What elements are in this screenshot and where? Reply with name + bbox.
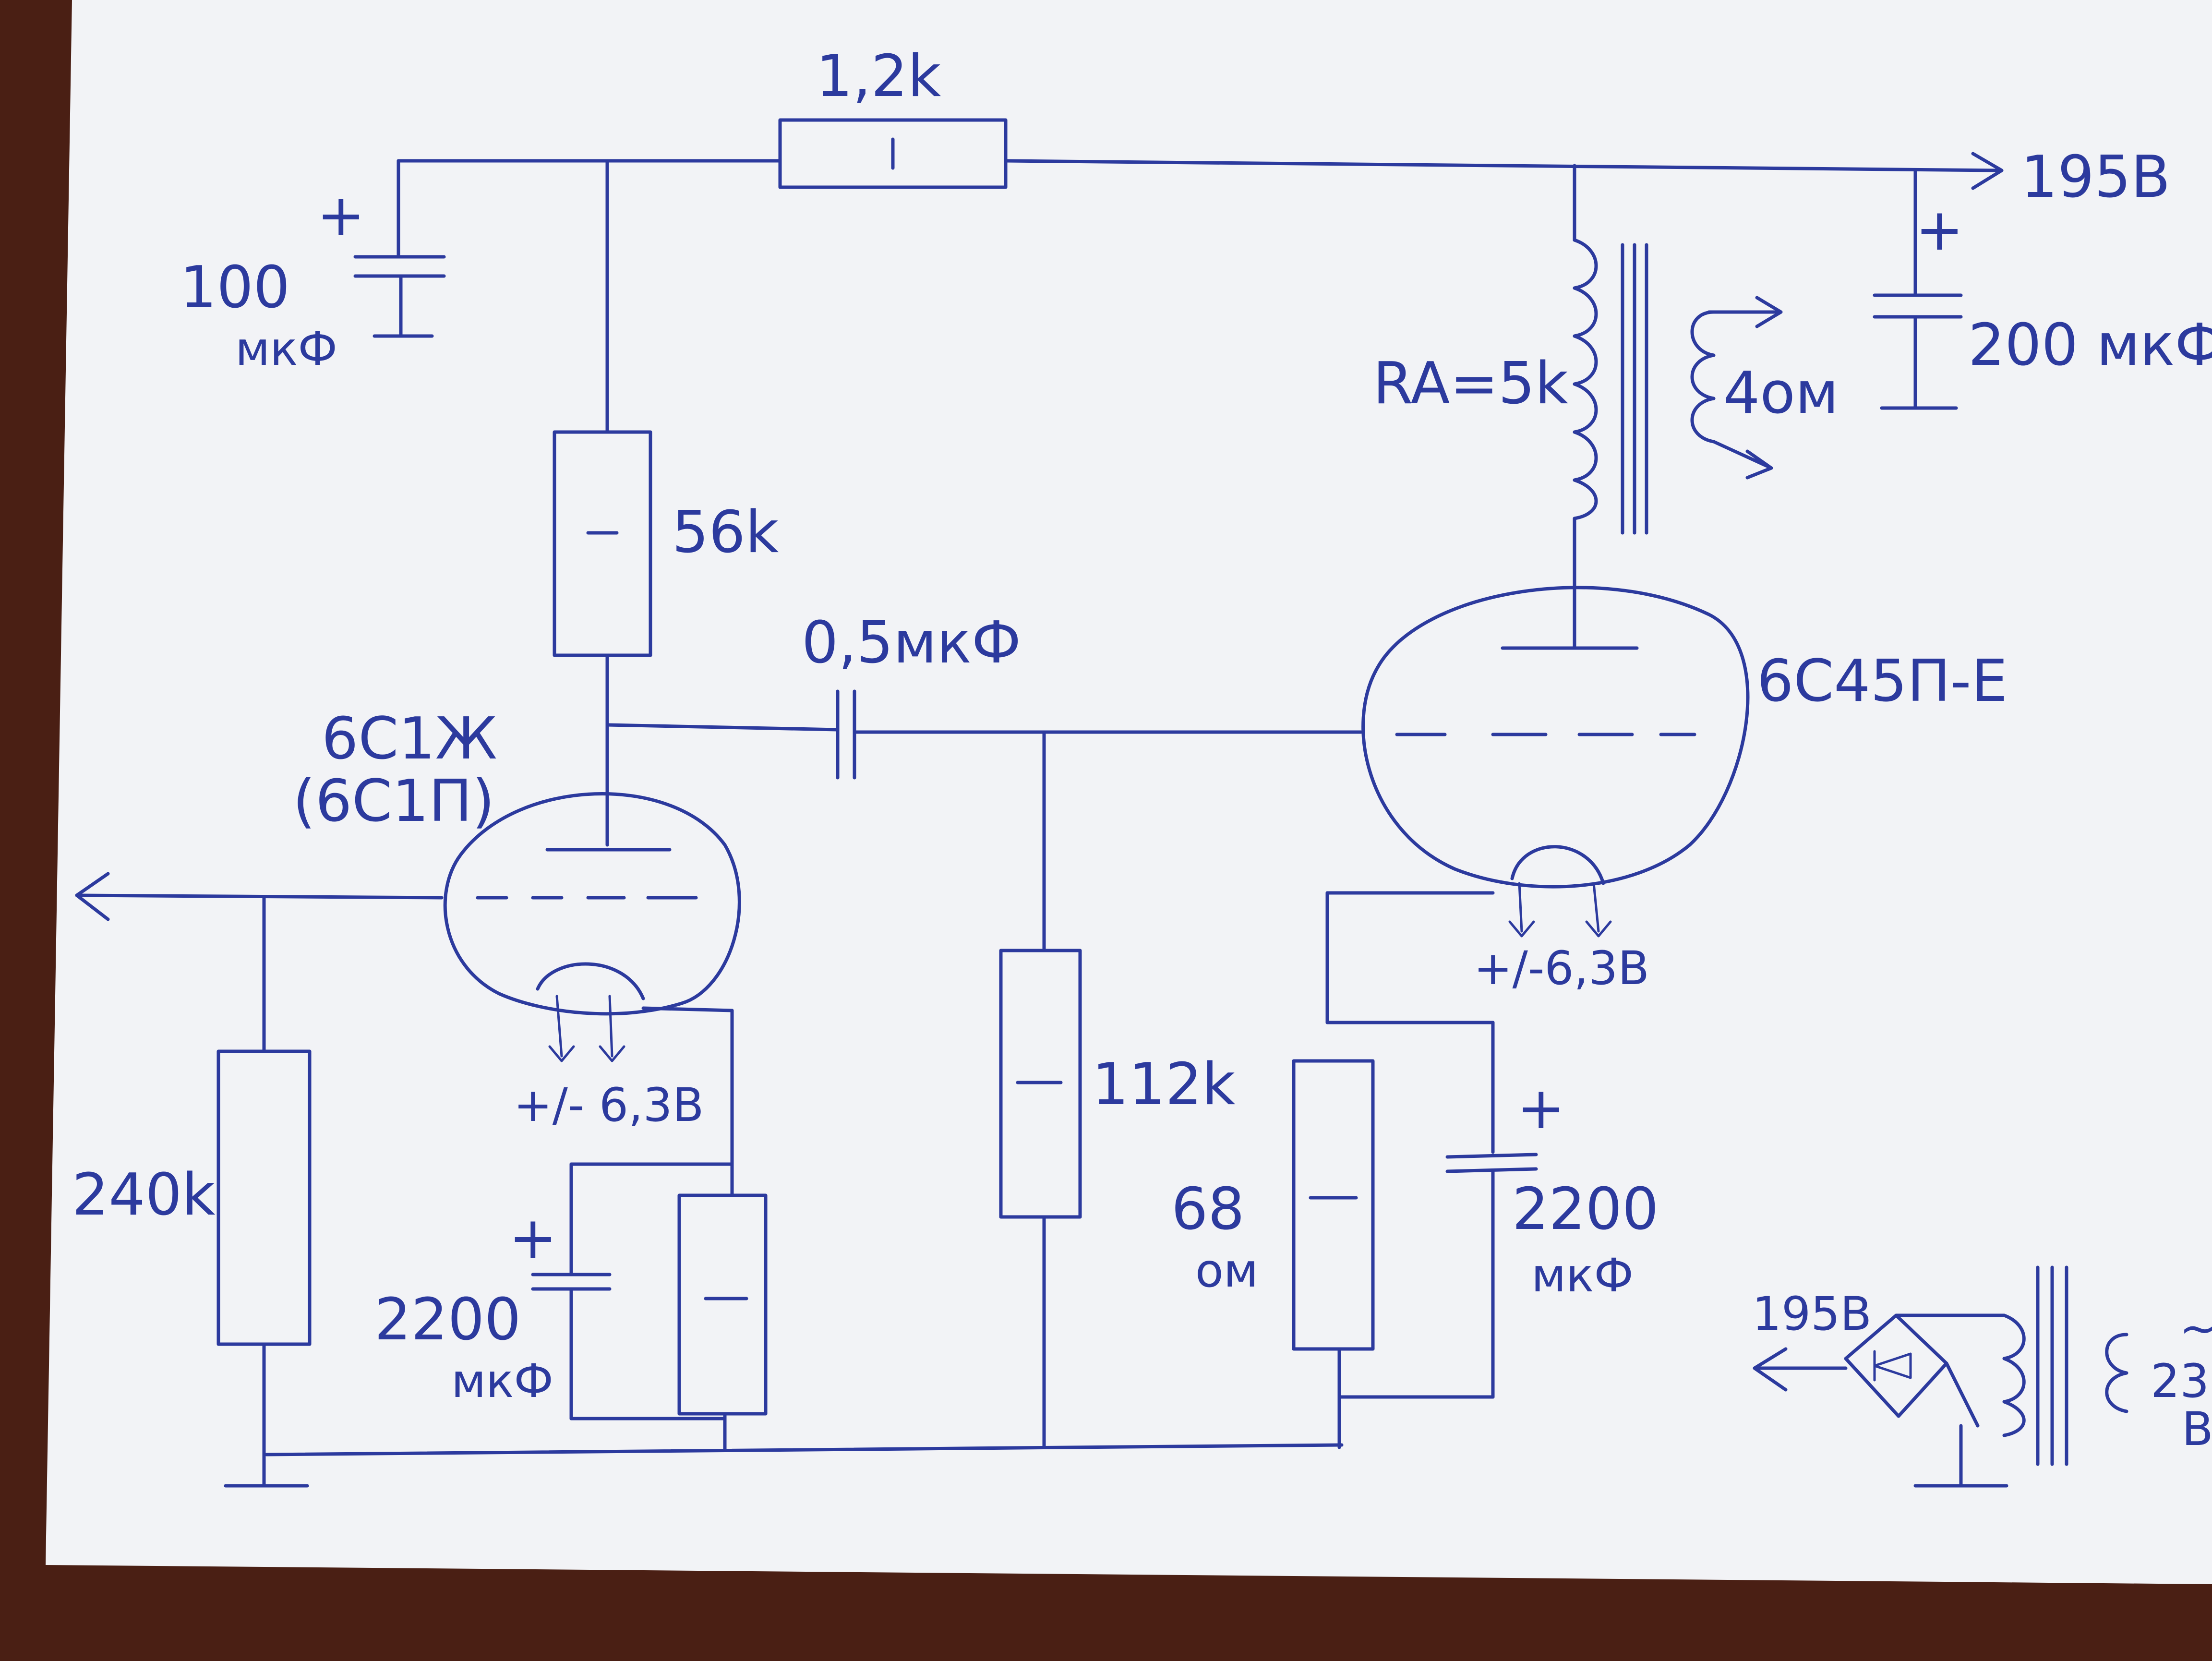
paper-sheet [46, 0, 2212, 1584]
label-c-0-5: 0,5мкФ [802, 610, 1021, 676]
output-transformer [1573, 238, 1783, 535]
label-r-68: 68 [1171, 1176, 1245, 1243]
label-tube2: 6С45П-Е [1757, 648, 2008, 715]
label-c-2200-left-unit: мкФ [451, 1354, 553, 1408]
label-c-100-unit: мкФ [235, 322, 337, 376]
resistor-68-ohm [1292, 1059, 1375, 1351]
label-plus-c2200-right: + [1517, 1075, 1565, 1142]
resistor-1-2k [778, 118, 1008, 189]
label-c-2200-right: 2200 [1512, 1176, 1659, 1243]
label-plus-c2200-left: + [509, 1205, 557, 1272]
resistor-112k [999, 949, 1082, 1219]
label-heater1: +/- 6,3В [514, 1078, 704, 1132]
label-mains: 230 [2151, 1354, 2212, 1408]
tube-6s45p-e [1361, 586, 1750, 938]
label-r-56k: 56k [672, 499, 779, 566]
resistor-cathode-tube1 [677, 1193, 768, 1416]
label-ra: RA=5k [1373, 350, 1569, 417]
label-mains-tilde: ~ [2179, 1301, 2212, 1355]
label-r-112k: 112k [1092, 1051, 1236, 1118]
label-tube1: 6С1Ж [322, 706, 497, 772]
label-out-4om: 4ом [1723, 360, 1839, 427]
label-tube1-alt: (6С1П) [293, 768, 494, 835]
label-plus-c100: + [317, 182, 365, 249]
tube-6s1zh [443, 792, 741, 1062]
label-c-2200-right-unit: мкФ [1531, 1249, 1634, 1302]
label-plus-c200: + [1915, 197, 1964, 264]
label-supply-195b: 195B [2021, 144, 2170, 211]
label-r-240k: 240k [72, 1162, 216, 1228]
label-heater2: +/-6,3В [1474, 941, 1649, 995]
label-r-68-unit: ом [1195, 1244, 1258, 1298]
resistor-240k [216, 1049, 312, 1346]
circuit-wires [75, 152, 2004, 1488]
resistor-56k [553, 430, 652, 657]
label-c-100: 100 [180, 254, 290, 321]
label-c-200: 200 мкФ [1968, 312, 2212, 379]
label-mains-unit: В [2182, 1402, 2212, 1456]
label-psu-195b: 195В [1752, 1287, 1872, 1341]
power-supply [1753, 1265, 2128, 1488]
label-r-1-2k: 1,2k [816, 43, 941, 110]
label-c-2200-left: 2200 [374, 1287, 521, 1353]
